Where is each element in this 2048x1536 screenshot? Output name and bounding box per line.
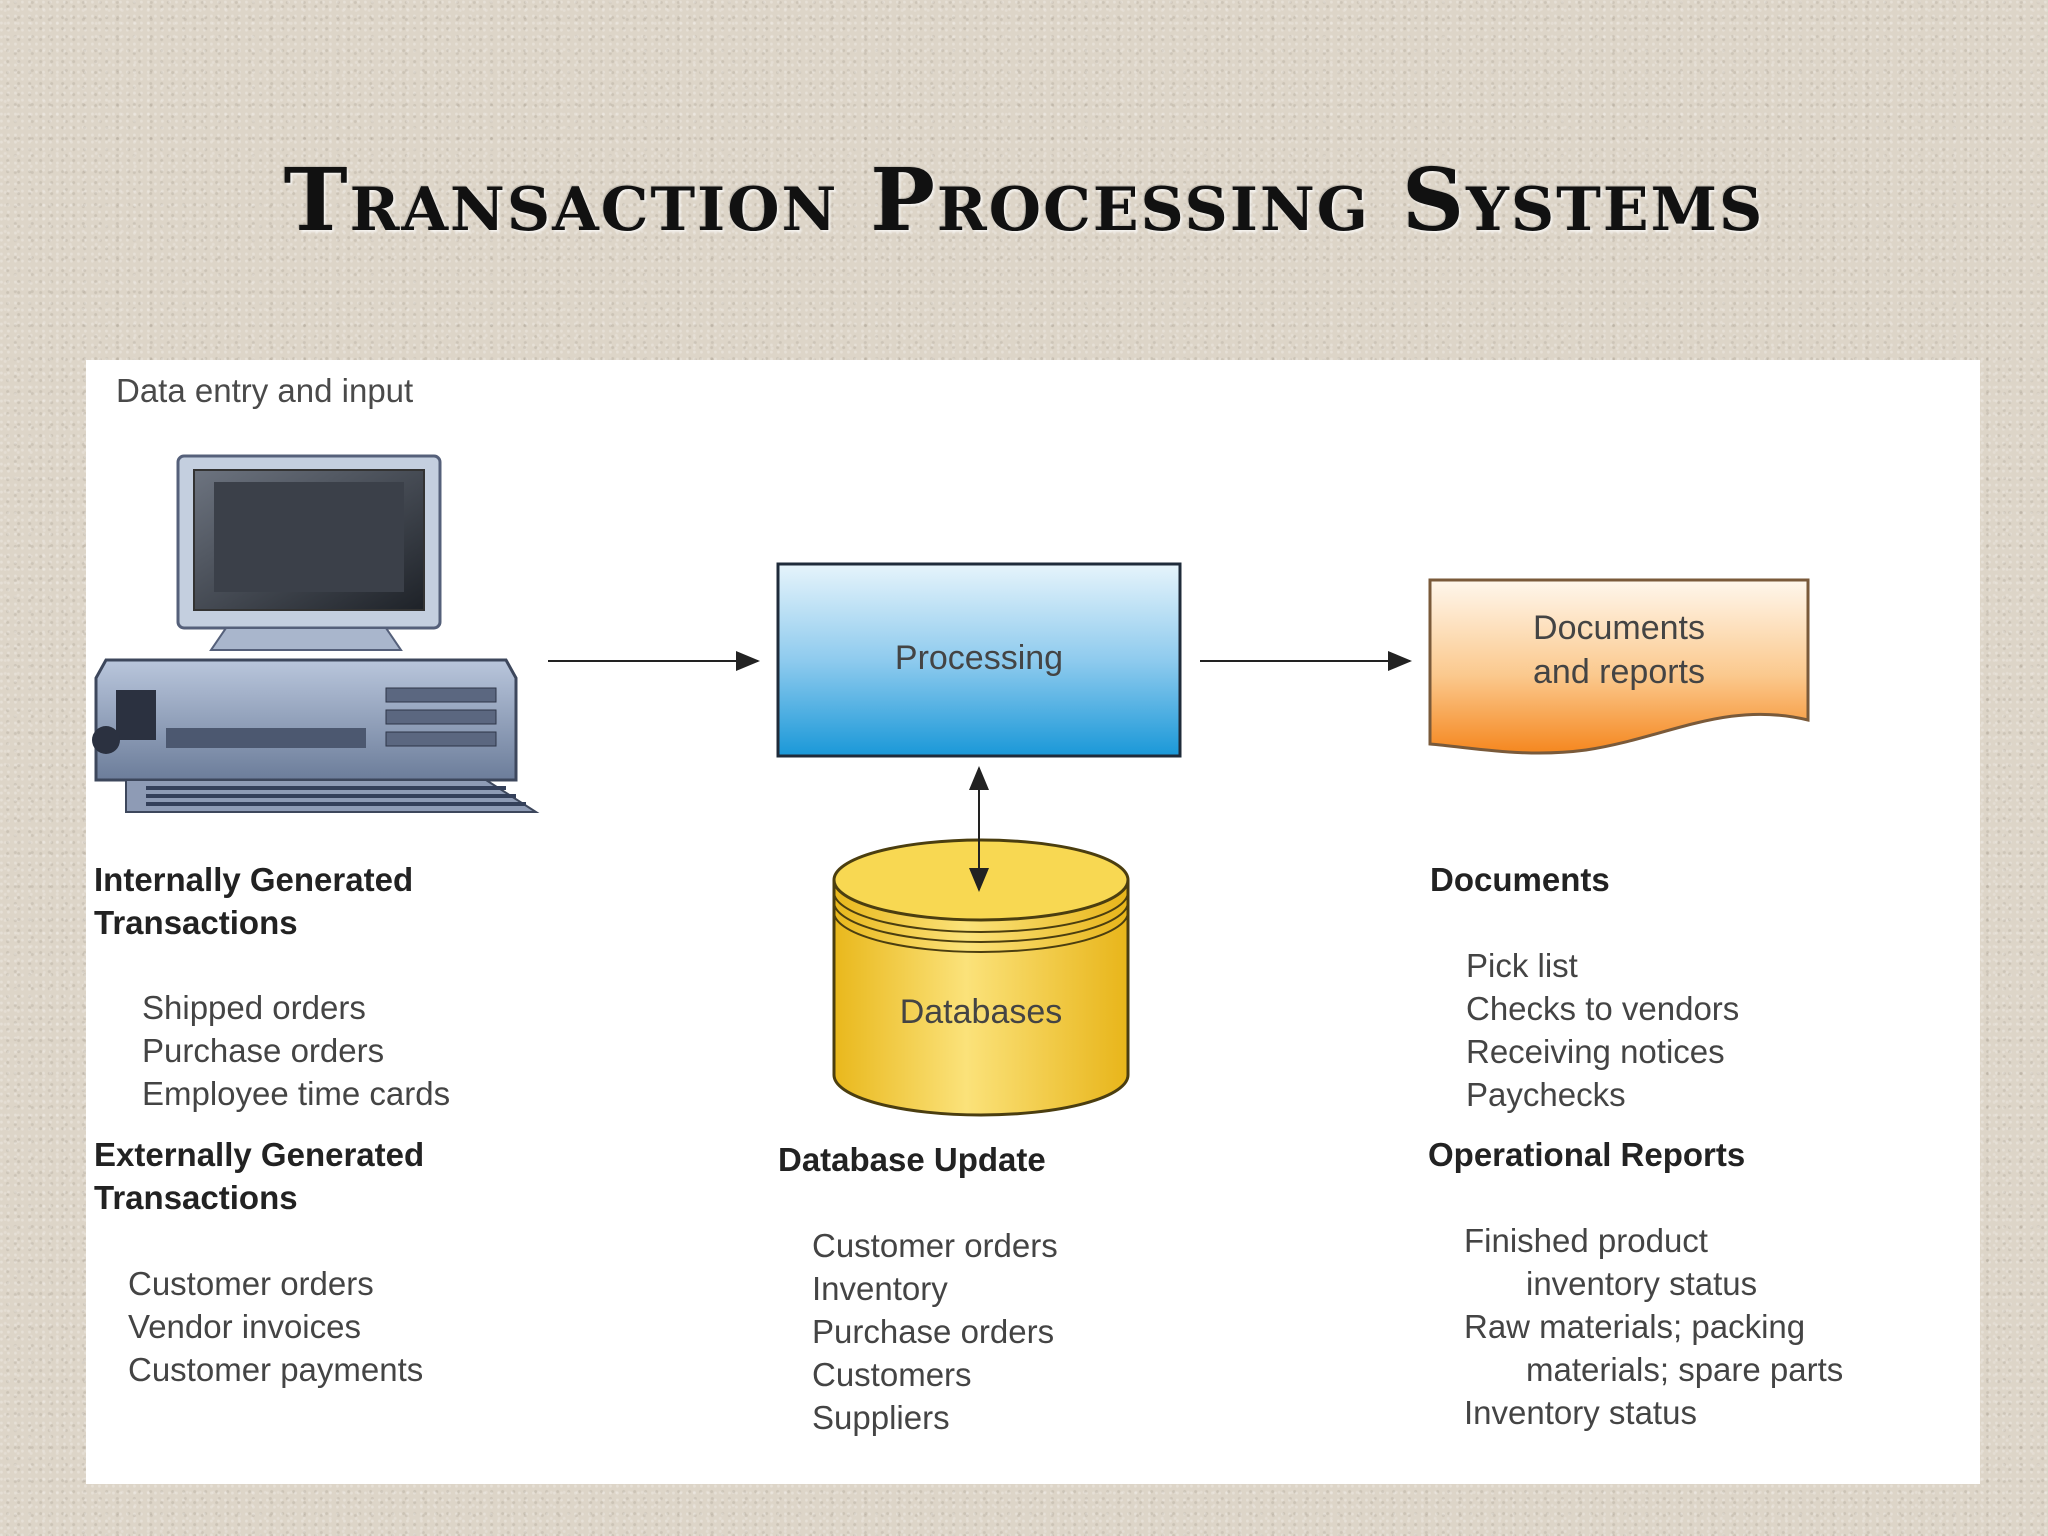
external-transactions-section: Externally Generated Transactions <box>94 1133 424 1219</box>
database-update-items: Customer orders Inventory Purchase order… <box>812 1224 1058 1439</box>
external-items: Customer orders Vendor invoices Customer… <box>128 1262 423 1391</box>
databases-label: Databases <box>899 993 1063 1031</box>
external-heading-line-2: Transactions <box>94 1179 298 1216</box>
processing-box <box>776 562 1182 758</box>
list-item: Vendor invoices <box>128 1308 361 1345</box>
internal-heading-line-2: Transactions <box>94 904 298 941</box>
list-item: Employee time cards <box>142 1075 451 1112</box>
list-item: Pick list <box>1466 947 1578 984</box>
list-item: inventory status <box>1526 1265 1758 1302</box>
processing-label: Processing <box>894 639 1064 677</box>
list-item: Inventory status <box>1464 1394 1697 1431</box>
internal-items: Shipped orders Purchase orders Employee … <box>142 986 450 1115</box>
diagram-graphics <box>92 454 1810 1117</box>
list-item: Customer orders <box>812 1227 1058 1264</box>
slide-title: Transaction Processing Systems <box>283 150 1765 251</box>
documents-reports-shape <box>1428 578 1810 755</box>
list-item: Raw materials; packing <box>1464 1308 1806 1345</box>
diagram-panel: Data entry and input <box>86 360 1980 1484</box>
data-entry-label: Data entry and input <box>116 372 414 409</box>
computer-icon <box>92 454 540 813</box>
list-item: Finished product <box>1464 1222 1708 1259</box>
documents-reports-label: Documents and reports <box>1430 606 1808 694</box>
list-item: Inventory <box>812 1270 948 1307</box>
operational-reports-items: Finished product inventory status Raw ma… <box>1464 1219 1843 1434</box>
documents-items: Pick list Checks to vendors Receiving no… <box>1466 944 1739 1116</box>
internal-transactions-section: Internally Generated Transactions <box>94 858 413 944</box>
list-item: Purchase orders <box>812 1313 1055 1350</box>
list-item: Shipped orders <box>142 989 366 1026</box>
list-item: Suppliers <box>812 1399 950 1436</box>
database-cylinder <box>832 838 1130 1117</box>
documents-reports-line-2: and reports <box>1533 653 1705 691</box>
list-item: Customer payments <box>128 1351 424 1388</box>
list-item: Purchase orders <box>142 1032 385 1069</box>
list-item: Paychecks <box>1466 1076 1626 1113</box>
database-update-heading: Database Update <box>778 1141 1046 1178</box>
documents-reports-line-1: Documents <box>1533 609 1705 647</box>
documents-heading: Documents <box>1430 861 1610 898</box>
operational-reports-heading: Operational Reports <box>1428 1136 1746 1173</box>
list-item: materials; spare parts <box>1526 1351 1844 1388</box>
list-item: Customers <box>812 1356 972 1393</box>
list-item: Customer orders <box>128 1265 374 1302</box>
internal-heading-line-1: Internally Generated <box>94 861 414 898</box>
list-item: Receiving notices <box>1466 1033 1725 1070</box>
external-heading-line-1: Externally Generated <box>94 1136 425 1173</box>
list-item: Checks to vendors <box>1466 990 1740 1027</box>
